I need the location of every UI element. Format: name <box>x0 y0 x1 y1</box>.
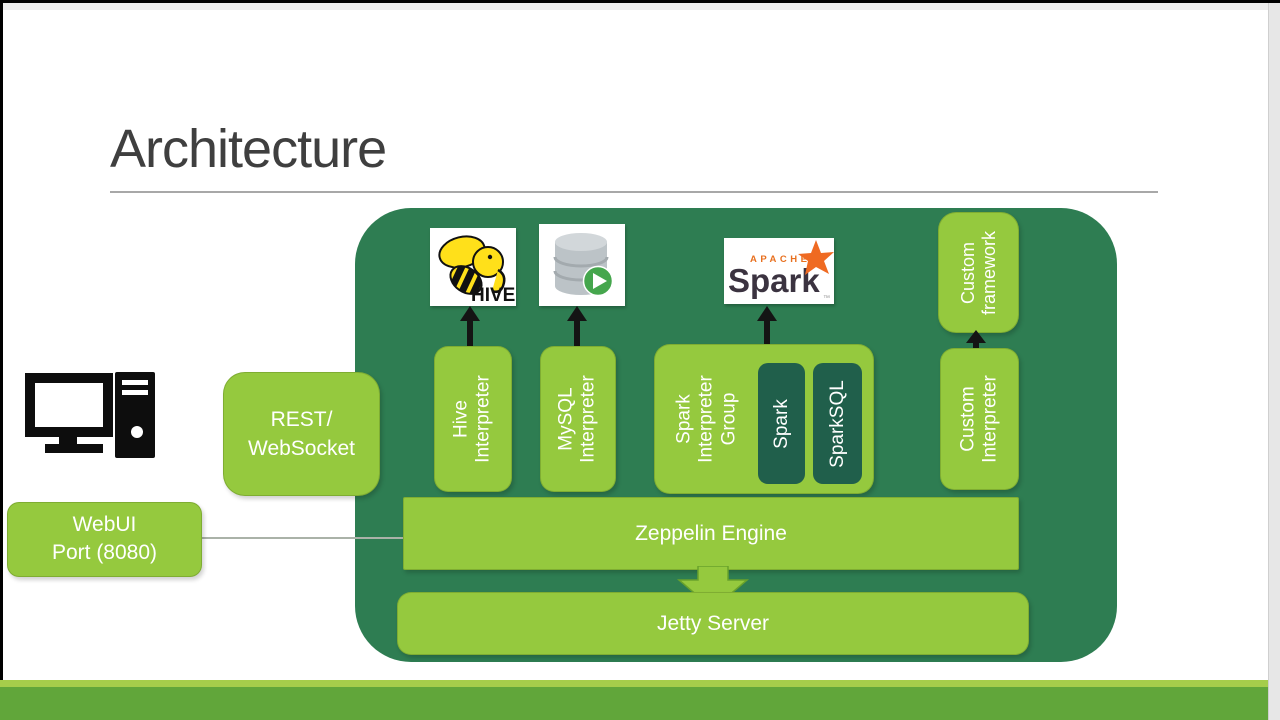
custom-interpreter-label-line1: Custom <box>957 386 979 452</box>
sparksql-sub-box: SparkSQL <box>813 363 862 484</box>
spark-group-label-line2: Interpreter <box>695 375 717 463</box>
spark-logo: APACHE Spark ™ <box>724 238 834 304</box>
hive-logo: HIVE <box>430 228 516 306</box>
footer-accent-strip <box>0 680 1268 687</box>
top-edge-strip <box>0 3 1280 10</box>
spark-up-arrow-icon <box>757 306 777 346</box>
spark-interpreter-group-box: Spark Interpreter Group Spark SparkSQL <box>654 344 874 494</box>
spark-logo-icon: APACHE Spark ™ <box>728 240 834 302</box>
spark-group-label-line3: Group <box>718 392 740 446</box>
zeppelin-engine-label: Zeppelin Engine <box>635 522 787 545</box>
page-title: Architecture <box>110 119 387 179</box>
rest-label-line2: WebSocket <box>248 437 355 461</box>
custom-framework-box: Custom framework <box>938 212 1019 333</box>
hive-bee-icon: HIVE <box>438 235 515 306</box>
hive-logo-text: HIVE <box>471 285 515 306</box>
top-letterbox-bar <box>0 0 1280 3</box>
hive-interpreter-box: Hive Interpreter <box>434 346 512 492</box>
right-edge-strip <box>1268 3 1280 720</box>
webui-label-line2: Port (8080) <box>51 541 158 565</box>
jetty-server-label: Jetty Server <box>656 612 770 635</box>
custom-interpreter-box: Custom Interpreter <box>940 348 1019 490</box>
left-letterbox-bar <box>0 3 3 681</box>
spark-group-label-line1: Spark <box>673 394 695 444</box>
rest-websocket-box: REST/ WebSocket <box>223 372 380 496</box>
webui-label-line1: WebUI <box>72 513 137 536</box>
webui-port-box: WebUI Port (8080) <box>7 502 202 577</box>
custom-framework-label-line2: framework <box>978 230 999 315</box>
jetty-server-bar: Jetty Server <box>397 592 1029 655</box>
mysql-up-arrow-icon <box>567 306 587 348</box>
mysql-interpreter-label-line2: Interpreter <box>578 375 599 463</box>
rest-label-line1: REST/ <box>270 408 333 431</box>
spark-apache-text: APACHE <box>750 254 810 265</box>
custom-up-arrow-icon <box>966 330 986 350</box>
spark-word-text: Spark <box>728 262 820 299</box>
webui-connector-line <box>200 537 404 539</box>
database-icon <box>553 233 614 297</box>
client-computer-icon <box>25 372 155 458</box>
spark-sub-box: Spark <box>758 363 805 484</box>
zeppelin-engine-bar: Zeppelin Engine <box>403 497 1019 570</box>
spark-star-icon <box>798 240 834 275</box>
mysql-logo <box>539 224 625 306</box>
custom-interpreter-label-line2: Interpreter <box>979 375 1001 463</box>
custom-framework-label-line1: Custom <box>957 241 978 304</box>
mysql-interpreter-label-line1: MySQL <box>555 387 577 451</box>
sparksql-sub-label: SparkSQL <box>826 379 848 468</box>
footer-bar <box>0 687 1268 720</box>
hive-up-arrow-icon <box>460 306 480 348</box>
spark-sub-label: Spark <box>770 398 792 449</box>
spark-tm-text: ™ <box>823 295 830 302</box>
hive-interpreter-label-line1: Hive <box>450 400 472 439</box>
spark-interpreter-group-label-area: Spark Interpreter Group <box>655 345 759 493</box>
mysql-interpreter-box: MySQL Interpreter <box>540 346 616 492</box>
title-underline <box>110 191 1158 193</box>
hive-interpreter-label-line2: Interpreter <box>473 375 494 463</box>
